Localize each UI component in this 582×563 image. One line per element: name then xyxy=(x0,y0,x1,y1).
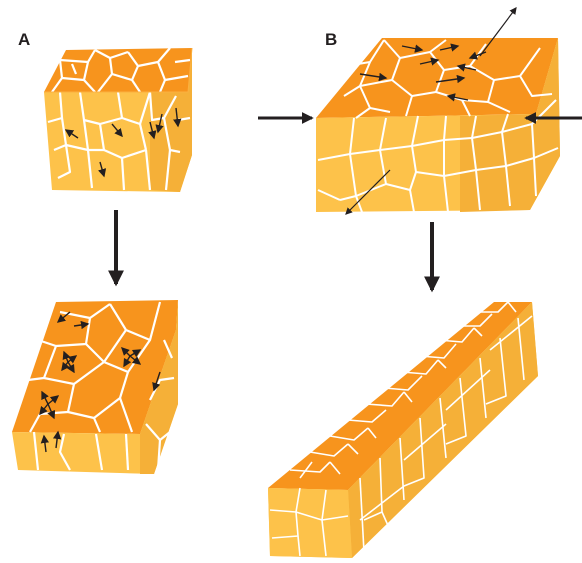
block-b2-end-face xyxy=(268,488,352,558)
block-a-bottom xyxy=(12,300,178,474)
block-b-bottom xyxy=(268,302,538,558)
block-a-top xyxy=(44,48,192,192)
block-b-top xyxy=(258,8,582,214)
